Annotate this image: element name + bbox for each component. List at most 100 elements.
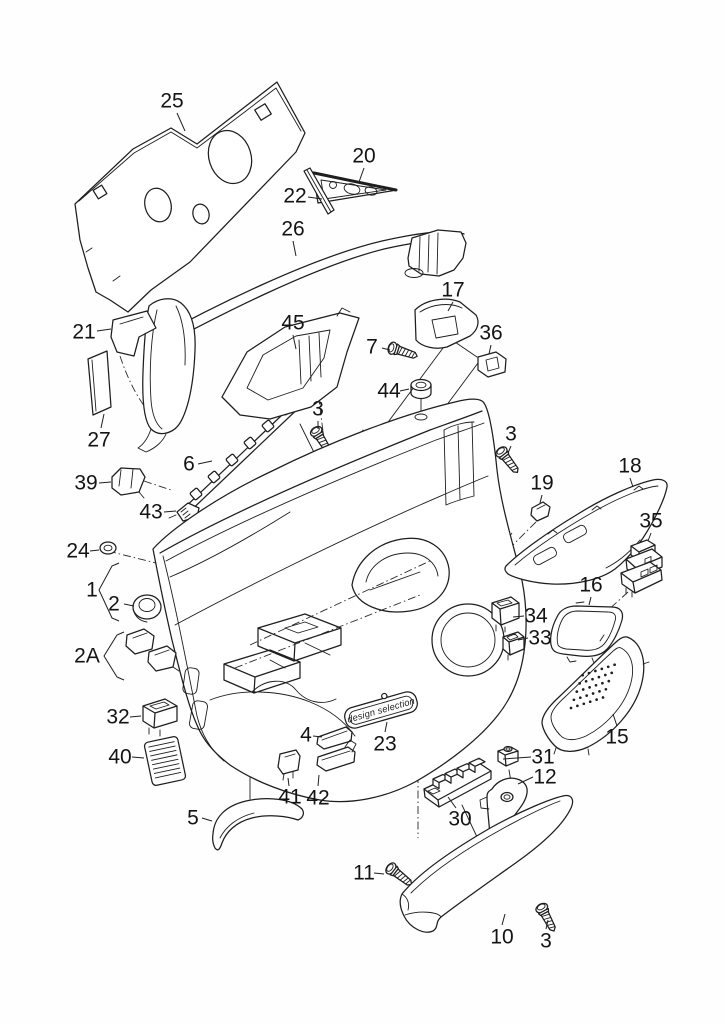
part-door-panel (152, 398, 527, 803)
callout-30-36: 30 (448, 808, 471, 831)
callout-43-7: 43 (139, 501, 162, 524)
callout-45-9: 45 (281, 312, 304, 335)
screw-7 (385, 340, 420, 363)
part-10-armrest-trim (399, 794, 574, 933)
mesh-dot (603, 673, 607, 677)
callout-4-29: 4 (300, 724, 312, 747)
callout-3-15: 3 (505, 423, 517, 446)
bracket-line-2A (103, 631, 125, 681)
callout-6-8: 6 (183, 453, 195, 476)
callout-20-1: 20 (352, 145, 375, 168)
callout-7-10: 7 (366, 336, 378, 359)
part-24-grommet-ring (99, 541, 117, 555)
callout-32-26: 32 (106, 706, 129, 729)
leader-line-17 (447, 301, 454, 312)
callout-24-20: 24 (66, 540, 90, 563)
callout-44-13: 44 (377, 380, 401, 403)
leader-line-7 (381, 347, 391, 351)
callout-12-35: 12 (533, 766, 556, 789)
callout-41-31: 41 (278, 786, 301, 809)
mesh-dot (587, 671, 591, 675)
mesh-dot (598, 690, 601, 693)
leader-line-21 (96, 328, 112, 332)
callout-5-33: 5 (187, 807, 199, 830)
part-2a-clips (125, 628, 180, 672)
leader-line-32 (129, 715, 142, 718)
mesh-dot (607, 679, 611, 683)
callout-40-27: 40 (108, 746, 131, 769)
callout-layer: 2520222621273943645717364433191835162412… (66, 90, 662, 953)
leader-line-4 (312, 735, 323, 738)
mesh-dot (595, 698, 598, 701)
leader-line-15 (612, 713, 618, 727)
part-15-speaker-trim (541, 634, 650, 756)
callout-42-32: 42 (306, 787, 329, 810)
leader-line-25 (176, 112, 186, 132)
callout-10-38: 10 (490, 926, 513, 949)
leader-line-30 (447, 796, 457, 809)
mesh-dot (588, 686, 591, 689)
leader-line-16 (588, 596, 592, 606)
mesh-dot (604, 687, 608, 691)
callout-17-11: 17 (441, 279, 464, 302)
mesh-dot (594, 683, 598, 687)
callout-2-22: 2 (108, 593, 120, 616)
part-35-switch-pack (620, 539, 663, 598)
screw-3-upper-right (493, 444, 523, 477)
leader-line-36 (488, 344, 492, 355)
leader-line-27 (100, 413, 105, 429)
callout-15-28: 15 (605, 726, 628, 749)
part-17-mirror-cover (414, 298, 479, 349)
part-16-gasket-frame (550, 601, 624, 664)
callout-22-2: 22 (283, 185, 306, 208)
leader-line-43 (163, 510, 177, 513)
leader-line-31 (502, 756, 532, 760)
callout-39-6: 39 (74, 472, 97, 495)
part-31-switch (497, 745, 519, 767)
part-34-switch (491, 596, 520, 633)
callout-21-4: 21 (72, 321, 95, 344)
leader-line-34 (512, 615, 525, 618)
mesh-dot (613, 663, 616, 667)
leader-line-3 (507, 445, 512, 454)
mesh-dot (606, 665, 610, 669)
leader-line-24 (89, 549, 100, 552)
callout-3-39: 3 (540, 930, 552, 953)
leader-line-18 (629, 477, 634, 488)
callout-26-3: 26 (281, 218, 304, 241)
leader-line-39 (98, 481, 112, 484)
mesh-dot (585, 694, 589, 697)
part-19-clip (530, 501, 551, 522)
part-33-switch (502, 631, 525, 661)
mesh-dot (600, 667, 604, 671)
leader-line-26 (292, 240, 297, 257)
part-40-speaker-grille (143, 736, 187, 786)
callout-23-30: 23 (373, 733, 396, 756)
leader-line-11 (373, 872, 385, 875)
callout-31-34: 31 (531, 746, 554, 769)
mesh-dot (572, 698, 576, 702)
mesh-dot (591, 677, 594, 681)
leader-line-33 (517, 637, 529, 641)
callout-18-17: 18 (618, 455, 641, 478)
leader-line-3 (545, 919, 549, 930)
mesh-dot (601, 681, 604, 685)
mesh-dot (588, 700, 592, 704)
leader-line-44 (399, 388, 410, 392)
leader-line-35 (647, 532, 652, 542)
mesh-dot (576, 704, 579, 708)
callout-16-19: 16 (579, 574, 602, 597)
mesh-dot (569, 706, 573, 710)
leader-line-22 (307, 196, 323, 200)
mesh-dot (578, 696, 582, 700)
part-30-window-switch-cluster (423, 757, 492, 808)
callout-27-5: 27 (87, 429, 110, 452)
callout-11-37: 11 (353, 862, 375, 885)
leader-line-6 (197, 460, 213, 465)
mesh-dot (591, 692, 595, 695)
part-44-grommet (410, 378, 432, 400)
mesh-dot (581, 673, 584, 677)
part-25-insulation-sheet (74, 81, 306, 313)
